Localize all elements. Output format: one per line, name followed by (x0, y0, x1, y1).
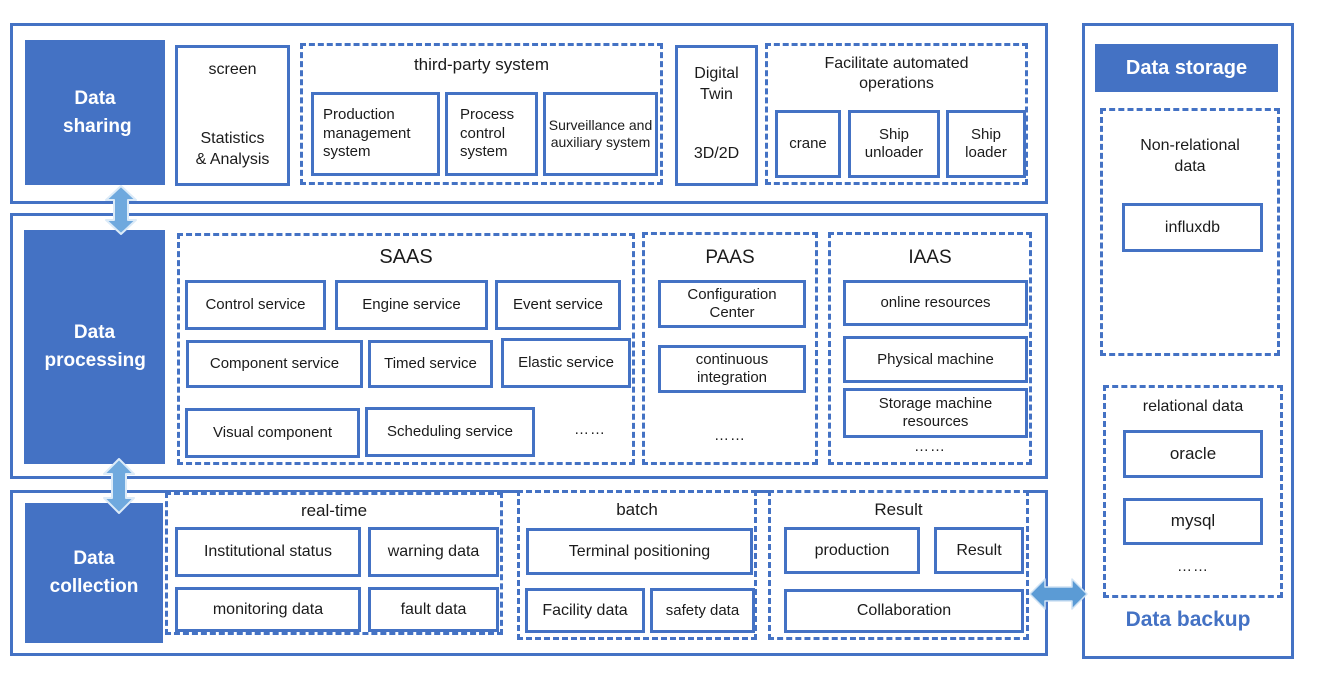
data-storage-header: Data storage (1095, 44, 1278, 92)
non-relational-data-group: Non-relational data influxdb (1100, 108, 1280, 356)
processing-collection-arrow-icon (101, 458, 137, 514)
third-party-system-title: third-party system (413, 55, 550, 74)
automated-operations-group: Facilitate automated operations crane Sh… (765, 43, 1028, 185)
ship-unloader-box: Ship unloader (848, 110, 940, 178)
result-box: Result (934, 527, 1024, 574)
collaboration-box: Collaboration (784, 589, 1024, 633)
digital-twin-box: Digital Twin 3D/2D (675, 45, 758, 186)
data-sharing-label-text: Data sharing (63, 87, 132, 137)
safety-data-box: safety data (650, 588, 755, 633)
visual-component-box: Visual component (185, 408, 360, 458)
mysql-box: mysql (1123, 498, 1263, 545)
event-service-box: Event service (495, 280, 621, 330)
paas-ellipsis: …… (714, 427, 746, 444)
surveillance-auxiliary-system-box: Surveillance and auxiliary system (543, 92, 658, 176)
scheduling-service-box: Scheduling service (365, 407, 535, 457)
facility-data-box: Facility data (525, 588, 645, 633)
online-resources-box: online resources (843, 280, 1028, 326)
data-backup-label: Data backup (1125, 608, 1251, 631)
sharing-processing-arrow-icon (103, 185, 139, 235)
relational-data-title: relational data (1142, 398, 1244, 415)
engine-service-box: Engine service (335, 280, 488, 330)
digital-twin-3d2d-text: 3D/2D (693, 145, 740, 162)
institutional-status-box: Institutional status (175, 527, 361, 577)
screen-text: screen (208, 61, 257, 78)
collection-storage-arrow-icon (1029, 576, 1088, 612)
crane-box: crane (775, 110, 841, 178)
data-processing-label-text: Data processing (44, 322, 146, 371)
configuration-center-box: Configuration Center (658, 280, 806, 328)
saas-title: SAAS (379, 246, 433, 268)
iaas-group: IAAS online resources Physical machine S… (828, 232, 1032, 465)
paas-group: PAAS Configuration Center continuous int… (642, 232, 818, 465)
oracle-box: oracle (1123, 430, 1263, 478)
result-title: Result (874, 500, 923, 519)
influxdb-box: influxdb (1122, 203, 1263, 252)
batch-title: batch (616, 500, 658, 519)
relational-data-group: relational data oracle mysql …… (1103, 385, 1283, 598)
paas-title: PAAS (705, 247, 755, 268)
fault-data-box: fault data (368, 587, 499, 632)
batch-group: batch Terminal positioning Facility data… (517, 490, 757, 640)
process-control-system-box: Process control system (445, 92, 538, 176)
data-collection-label-text: Data collection (49, 548, 139, 597)
ship-loader-box: Ship loader (946, 110, 1026, 178)
saas-group: SAAS Control service Engine service Even… (177, 233, 635, 465)
relational-ellipsis: …… (1177, 558, 1209, 575)
storage-machine-resources-box: Storage machine resources (843, 388, 1028, 438)
control-service-box: Control service (185, 280, 326, 330)
third-party-system-group: third-party system Production management… (300, 43, 663, 185)
data-sharing-label: Data sharing (25, 40, 165, 185)
timed-service-box: Timed service (368, 340, 493, 388)
production-box: production (784, 527, 920, 574)
physical-machine-box: Physical machine (843, 336, 1028, 383)
production-management-system-box: Production management system (311, 92, 440, 176)
non-relational-data-title: Non-relational data (1140, 137, 1240, 175)
saas-ellipsis: …… (574, 421, 606, 438)
realtime-title: real-time (300, 501, 368, 520)
warning-data-box: warning data (368, 527, 499, 577)
terminal-positioning-box: Terminal positioning (526, 528, 753, 575)
elastic-service-box: Elastic service (501, 338, 631, 388)
data-processing-label: Data processing (24, 230, 165, 464)
automated-operations-title: Facilitate automated operations (824, 55, 969, 92)
iaas-title: IAAS (908, 247, 952, 268)
iaas-ellipsis: …… (914, 438, 946, 455)
statistics-analysis-text: Statistics & Analysis (195, 130, 270, 169)
component-service-box: Component service (186, 340, 363, 388)
monitoring-data-box: monitoring data (175, 587, 361, 632)
data-collection-label: Data collection (25, 503, 163, 643)
realtime-group: real-time Institutional status warning d… (165, 492, 503, 635)
result-group: Result production Result Collaboration (768, 490, 1029, 640)
screen-statistics-box: screen Statistics & Analysis (175, 45, 290, 186)
digital-twin-text: Digital Twin (694, 65, 739, 103)
continuous-integration-box: continuous integration (658, 345, 806, 393)
